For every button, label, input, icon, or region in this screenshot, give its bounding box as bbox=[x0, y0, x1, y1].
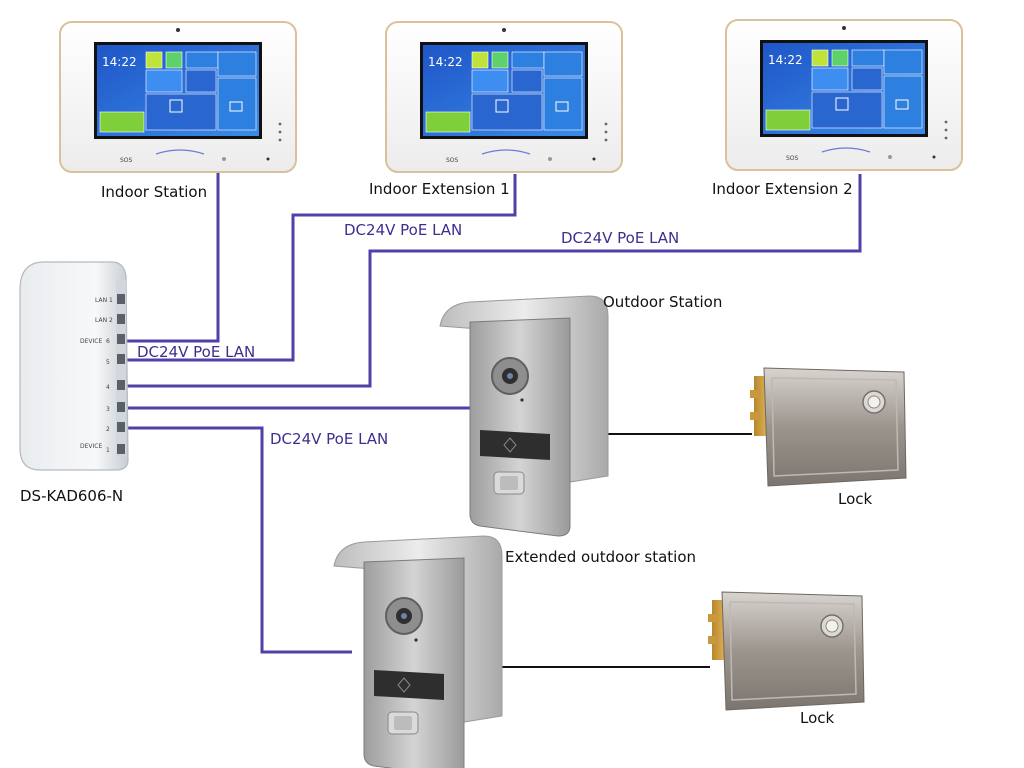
switch-label: DS-KAD606-N bbox=[20, 487, 123, 505]
extended-outdoor-station-device bbox=[333, 535, 503, 768]
port-label: 3 bbox=[106, 406, 110, 413]
screen-time: 14:22 bbox=[768, 53, 803, 67]
lock-1-device bbox=[749, 367, 907, 487]
poe-label: DC24V PoE LAN bbox=[561, 229, 679, 247]
poe-wires bbox=[122, 172, 862, 654]
wire-indoor-station bbox=[122, 172, 220, 343]
lock-1-label: Lock bbox=[838, 490, 873, 508]
port-label: 5 bbox=[106, 359, 110, 366]
poe-label: DC24V PoE LAN bbox=[344, 221, 462, 239]
lock-2-device bbox=[707, 591, 865, 711]
wire-extended-outdoor-station bbox=[122, 426, 352, 654]
port-label: LAN 2 bbox=[95, 317, 113, 324]
port-label: LAN 1 bbox=[95, 297, 113, 304]
lock-wires bbox=[490, 433, 752, 668]
switch-device: LAN 1 LAN 2 DEVICE 6 5 4 3 2 DEVICE 1 bbox=[19, 261, 129, 471]
poe-label: DC24V PoE LAN bbox=[137, 343, 255, 361]
indoor-extension-1-monitor: 14:22 bbox=[385, 21, 623, 173]
screen-time: 14:22 bbox=[428, 55, 463, 69]
device-side-label: DEVICE bbox=[80, 338, 102, 345]
port-label: 4 bbox=[106, 384, 110, 391]
device-side-label: DEVICE bbox=[80, 443, 102, 450]
port-label: 1 bbox=[106, 447, 110, 454]
wire-indoor-extension-2 bbox=[122, 174, 862, 388]
indoor-station-label: Indoor Station bbox=[101, 183, 207, 201]
screen-time: 14:22 bbox=[102, 55, 137, 69]
port-label: 6 bbox=[106, 338, 110, 345]
wire-indoor-extension-1 bbox=[122, 174, 517, 362]
indoor-station-monitor: 14:22 bbox=[59, 21, 297, 173]
indoor-extension-2-label: Indoor Extension 2 bbox=[712, 180, 853, 198]
switch-ports bbox=[117, 294, 125, 454]
poe-label: DC24V PoE LAN bbox=[270, 430, 388, 448]
lock-2-label: Lock bbox=[800, 709, 835, 727]
port-label: 2 bbox=[106, 426, 110, 433]
outdoor-station-device bbox=[439, 295, 609, 537]
indoor-extension-2-monitor: 14:22 bbox=[725, 19, 963, 171]
extended-outdoor-station-label: Extended outdoor station bbox=[505, 548, 696, 566]
indoor-extension-1-label: Indoor Extension 1 bbox=[369, 180, 510, 198]
outdoor-station-label: Outdoor Station bbox=[603, 293, 722, 311]
